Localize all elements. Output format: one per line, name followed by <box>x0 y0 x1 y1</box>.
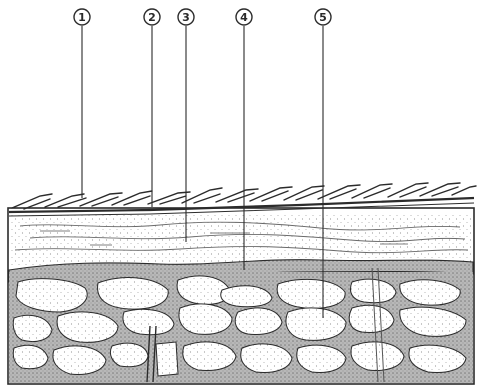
callout-2: 2 <box>144 9 160 25</box>
callout-5: 5 <box>315 9 331 25</box>
cellular-layer <box>9 268 473 383</box>
callout-1: 1 <box>74 9 90 25</box>
callout-label-3: 3 <box>182 11 190 24</box>
callout-3: 3 <box>178 9 194 25</box>
callout-label-1: 1 <box>78 11 86 24</box>
upper-layer-band <box>9 214 473 266</box>
callout-label-4: 4 <box>240 11 248 24</box>
callout-4: 4 <box>236 9 252 25</box>
callout-label-2: 2 <box>148 11 156 24</box>
callout-label-5: 5 <box>319 11 327 24</box>
